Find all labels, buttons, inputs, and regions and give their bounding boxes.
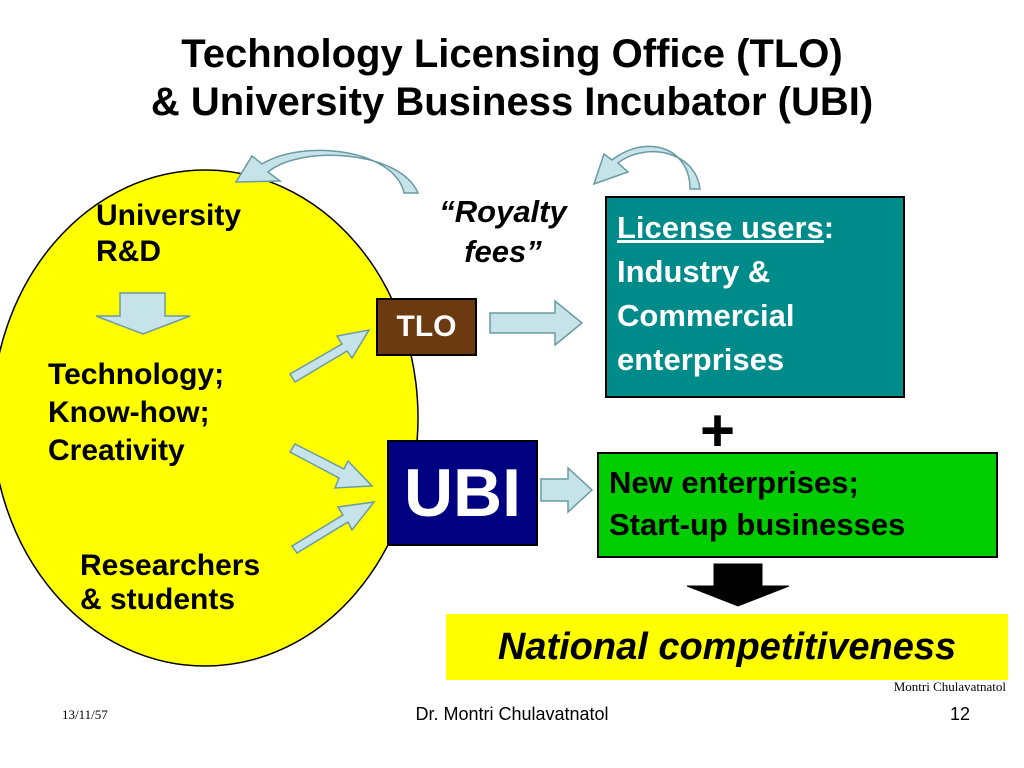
arrow-ubi-to-new [540, 466, 594, 514]
tlo-label: TLO [396, 310, 457, 343]
title-line-2: & University Business Incubator (UBI) [150, 80, 874, 124]
license-line-3: Commercial [617, 298, 795, 333]
new-enterprises-line-2: Start-up businesses [609, 507, 906, 542]
down-arrow-rnd [95, 292, 191, 335]
author-watermark: Montri Chulavatnatol [893, 679, 1006, 694]
license-heading-text: License users [617, 210, 824, 245]
footer-page-number: 12 [949, 704, 970, 724]
curved-arrow-left [234, 149, 420, 194]
tech-line-3: Creativity [48, 434, 185, 467]
people-line-1: Researchers [80, 549, 261, 582]
royalty-line-2: fees” [464, 234, 542, 269]
rnd-line-2: R&D [96, 235, 161, 268]
rnd-line-1: University [96, 199, 242, 232]
tech-line-2: Know-how; [48, 396, 210, 429]
people-line-2: & students [80, 583, 236, 616]
arrow-researchers-to-ubi [290, 501, 376, 555]
license-heading-colon: : [823, 210, 835, 245]
license-line-4: enterprises [617, 342, 785, 377]
footer-author: Dr. Montri Chulavatnatol [415, 704, 609, 724]
new-enterprises-line-1: New enterprises; [609, 465, 859, 500]
license-heading: License users: [617, 206, 893, 250]
down-arrow-black [686, 563, 790, 607]
arrow-tech-to-ubi [288, 443, 374, 489]
license-line-2: Industry & [617, 254, 771, 289]
slide-title: Technology Licensing Office (TLO) & Univ… [0, 30, 1024, 126]
royalty-line-1: “Royalty [439, 194, 567, 229]
rnd-label: University R&D [96, 198, 241, 270]
national-competitiveness-box: National competitiveness [446, 614, 1008, 680]
tech-line-1: Technology; [48, 358, 225, 391]
national-competitiveness-label: National competitiveness [497, 625, 957, 668]
royalty-fees-label: “Royalty fees” [410, 192, 596, 272]
tlo-box: TLO [376, 298, 477, 356]
technology-label: Technology; Know-how; Creativity [48, 356, 224, 470]
license-users-box: License users: Industry & Commercial ent… [605, 196, 905, 398]
arrow-tech-to-tlo [288, 328, 371, 384]
new-enterprises-box: New enterprises; Start-up businesses [597, 452, 998, 558]
footer-date: 13/11/57 [62, 707, 108, 722]
title-line-1: Technology Licensing Office (TLO) [181, 32, 843, 76]
ubi-label: UBI [403, 455, 522, 531]
ubi-box: UBI [387, 440, 538, 546]
curved-arrow-right [592, 145, 701, 190]
researchers-label: Researchers & students [80, 549, 260, 617]
arrow-tlo-to-license [489, 299, 584, 347]
